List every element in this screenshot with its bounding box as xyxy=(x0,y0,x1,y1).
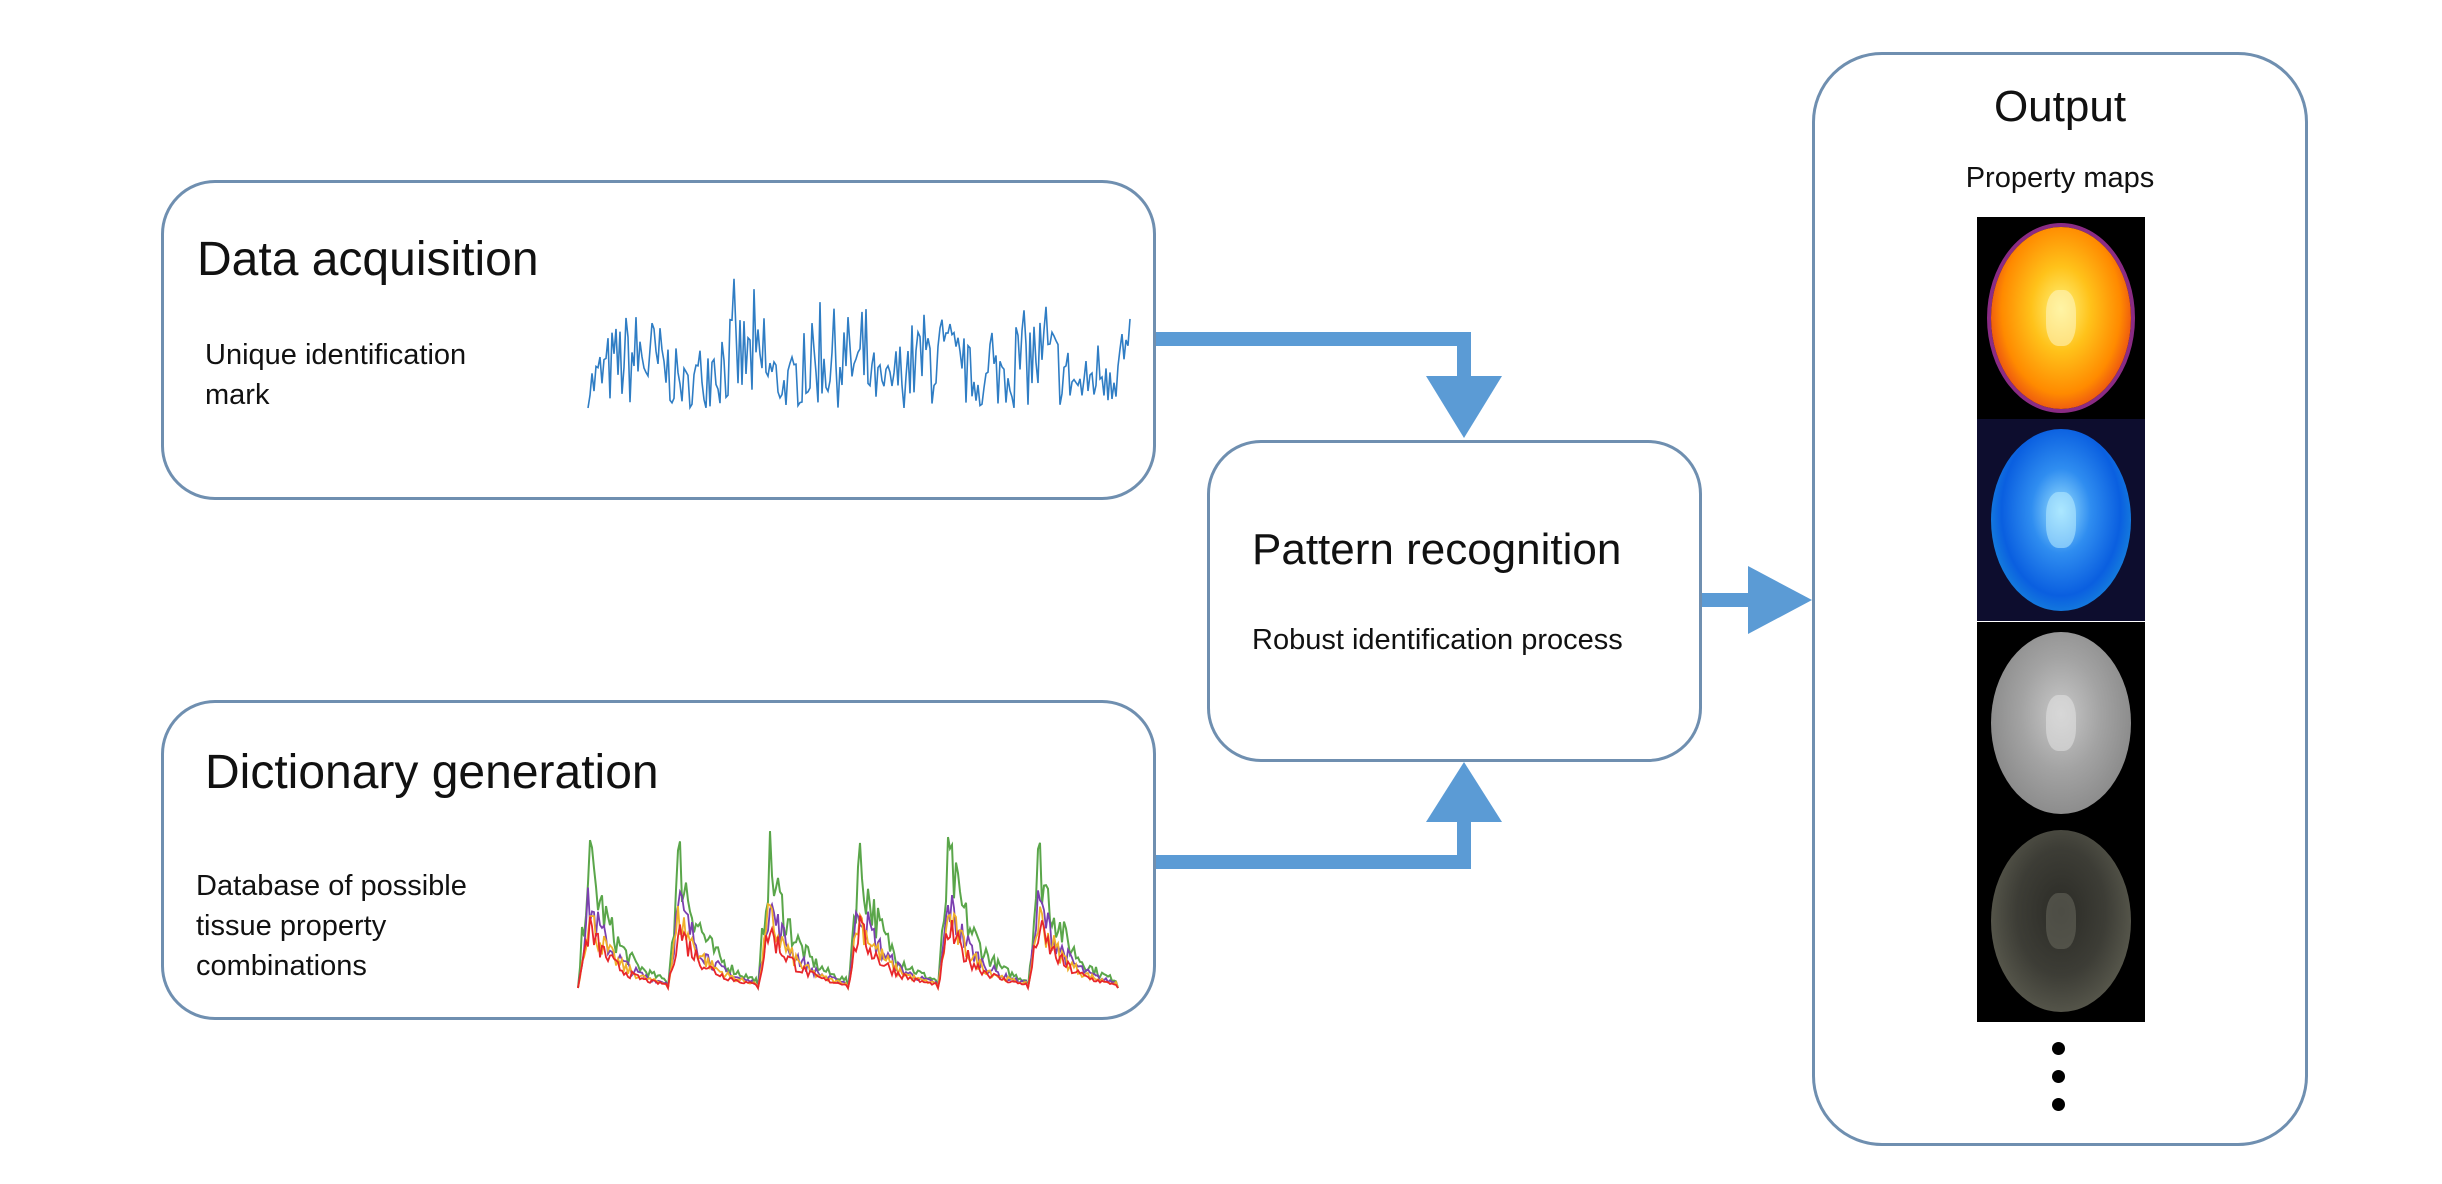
brain-slice xyxy=(1991,830,2131,1012)
ventricle xyxy=(2046,290,2076,346)
pattern-recognition-box xyxy=(1207,440,1702,762)
pattern-recognition-title: Pattern recognition xyxy=(1252,525,1622,574)
output-subtitle: Property maps xyxy=(1965,162,2155,194)
data-acquisition-description: Unique identification mark xyxy=(205,339,467,411)
brain-slice xyxy=(1991,227,2131,409)
ellipsis-vertical-icon xyxy=(2052,1070,2065,1083)
arrow-pattern-to-output xyxy=(1702,566,1812,634)
arrow-dictionary-to-pattern xyxy=(1156,762,1502,869)
data-acquisition-title: Data acquisition xyxy=(197,233,539,286)
m0-map-image xyxy=(1977,820,2145,1022)
dictionary-signal-line xyxy=(577,887,1119,992)
ventricle xyxy=(2046,893,2076,949)
dictionary-signals xyxy=(577,831,1119,992)
ventricle xyxy=(2046,492,2076,548)
pattern-recognition-description: Robust identification process xyxy=(1252,624,1623,656)
arrow-acquisition-to-pattern xyxy=(1156,332,1502,438)
output-title: Output xyxy=(1993,82,2127,131)
ellipsis-vertical-icon xyxy=(2052,1042,2065,1055)
ellipsis-vertical-icon xyxy=(2052,1098,2065,1111)
t1-map-image xyxy=(1977,217,2145,419)
brain-slice xyxy=(1991,632,2131,814)
dictionary-generation-title: Dictionary generation xyxy=(205,746,659,799)
t2-map-image xyxy=(1977,419,2145,621)
ventricle xyxy=(2046,695,2076,751)
brain-slice xyxy=(1991,429,2131,611)
dictionary-generation-description: Database of possible tissue property com… xyxy=(196,870,467,982)
pd-map-image xyxy=(1977,622,2145,824)
dictionary-signal-line xyxy=(577,915,1119,992)
acquisition-fingerprint-signal xyxy=(587,278,1131,411)
